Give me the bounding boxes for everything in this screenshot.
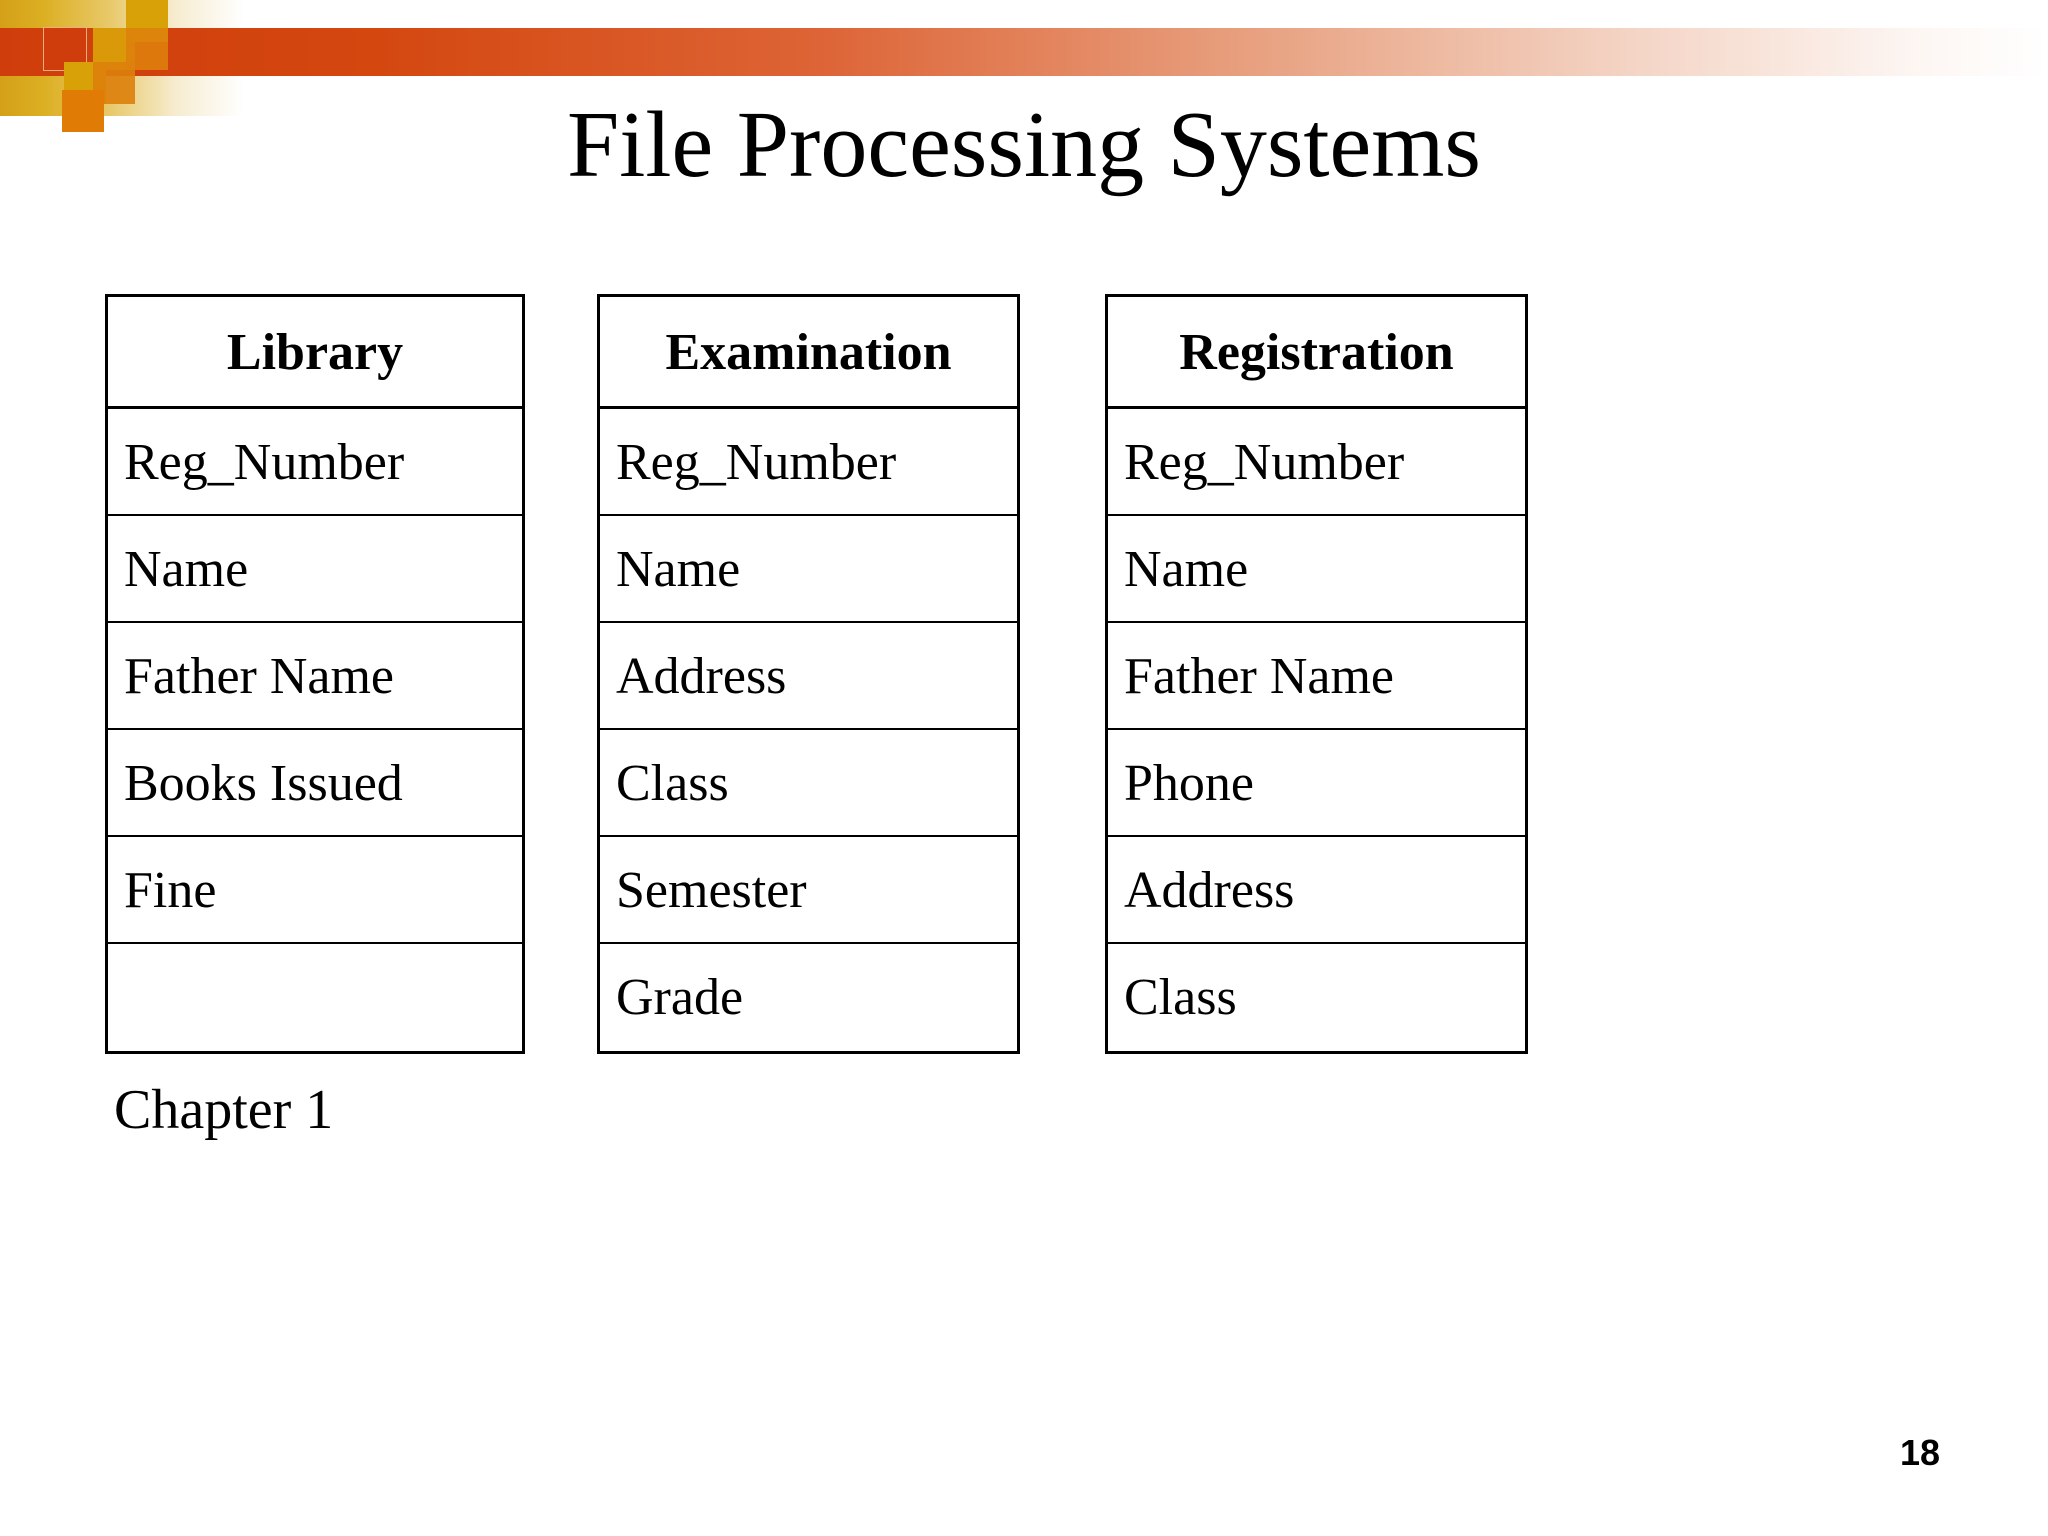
- slide-header-decoration: [0, 0, 2048, 132]
- table-library-header: Library: [108, 297, 522, 409]
- table-row: Class: [600, 730, 1017, 837]
- page-title: File Processing Systems: [567, 93, 1481, 197]
- table-registration: Registration Reg_Number Name Father Name…: [1105, 294, 1528, 1054]
- table-row: Books Issued: [108, 730, 522, 837]
- table-row: Reg_Number: [600, 409, 1017, 516]
- file-tables-container: Library Reg_Number Name Father Name Book…: [0, 294, 2048, 1054]
- decorative-square-orange-lower: [62, 90, 104, 132]
- table-row: Father Name: [108, 623, 522, 730]
- table-row: Grade: [616, 969, 744, 1026]
- table-row: Name: [108, 516, 522, 623]
- table-row: Reg_Number: [1108, 409, 1525, 516]
- table-examination: Examination Reg_Number Name Address Clas…: [597, 294, 1020, 1054]
- table-row: Address: [1108, 837, 1525, 944]
- table-examination-header: Examination: [600, 297, 1017, 409]
- table-row: Fine: [108, 837, 522, 944]
- slide-page-number: 18: [1900, 1432, 1941, 1473]
- table-library: Library Reg_Number Name Father Name Book…: [105, 294, 525, 1054]
- orange-gradient-bar: [0, 28, 2048, 76]
- table-row: Reg_Number: [108, 409, 522, 516]
- footer-chapter-label: Chapter 1: [114, 1079, 334, 1141]
- table-row: Address: [600, 623, 1017, 730]
- table-row-empty: [108, 944, 522, 1051]
- table-row: Semester: [600, 837, 1017, 944]
- table-row: Phone: [1108, 730, 1525, 837]
- table-row: Class: [1124, 969, 1237, 1026]
- table-registration-header: Registration: [1108, 297, 1525, 409]
- table-row: Name: [600, 516, 1017, 623]
- table-row: Father Name: [1108, 623, 1525, 730]
- table-row: Name: [1108, 516, 1525, 623]
